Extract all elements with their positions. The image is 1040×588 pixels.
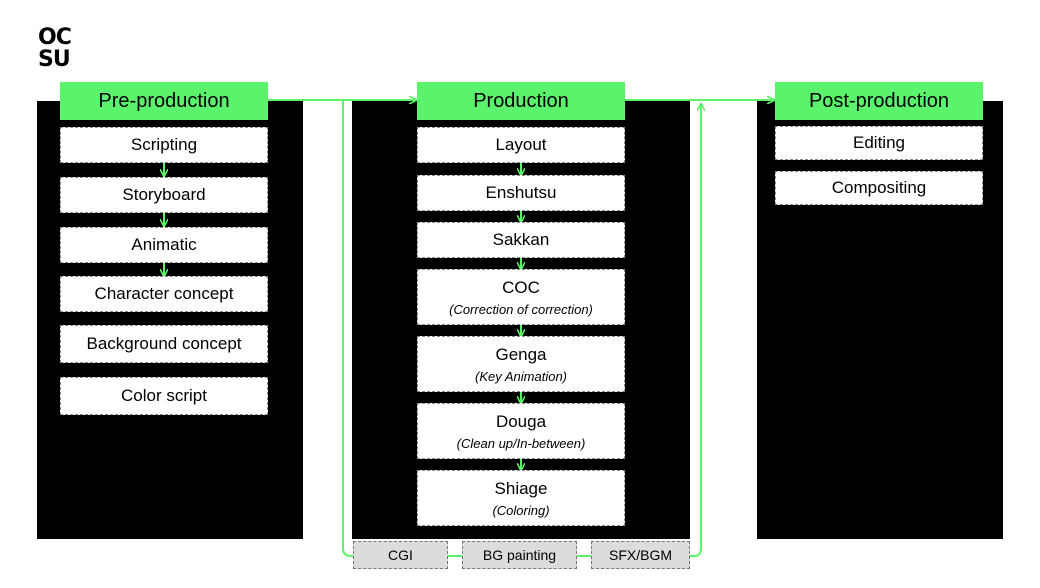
step-sublabel: (Coloring)	[492, 502, 550, 518]
logo-line-2: SU	[38, 47, 71, 72]
post-production-panel	[757, 101, 1003, 539]
prod-step-enshutsu: Enshutsu	[417, 175, 625, 211]
step-label: Enshutsu	[485, 183, 557, 202]
step-label: Shiage	[494, 478, 548, 498]
production-header: Production	[417, 82, 625, 120]
step-label: Layout	[495, 135, 547, 154]
step-label: Scripting	[130, 135, 198, 154]
pre-step-animatic: Animatic	[60, 227, 268, 263]
step-label: Background concept	[86, 334, 242, 353]
step-label: Color script	[121, 386, 207, 405]
logo-line-1: OC	[38, 25, 72, 50]
step-label: Character concept	[94, 284, 234, 303]
prod-step-shiage: Shiage (Coloring)	[417, 470, 625, 526]
step-label: Animatic	[131, 235, 197, 254]
pre-step-storyboard: Storyboard	[60, 177, 268, 213]
extra-bg-painting: BG painting	[462, 541, 577, 569]
step-sublabel: (Key Animation)	[475, 368, 567, 384]
step-label: Genga	[495, 344, 547, 364]
post-production-header: Post-production	[775, 82, 983, 120]
logo: OC SU	[38, 25, 78, 72]
prod-step-coc: COC (Correction of correction)	[417, 269, 625, 325]
pre-step-color-script: Color script	[60, 377, 268, 415]
step-label: Douga	[495, 411, 547, 431]
pre-step-scripting: Scripting	[60, 127, 268, 163]
step-sublabel: (Clean up/In-between)	[456, 435, 586, 451]
prod-step-douga: Douga (Clean up/In-between)	[417, 403, 625, 459]
extra-sfx-bgm: SFX/BGM	[591, 541, 690, 569]
step-sublabel: (Correction of correction)	[449, 301, 593, 317]
prod-step-genga: Genga (Key Animation)	[417, 336, 625, 392]
step-label: Sakkan	[492, 230, 550, 249]
step-label: Compositing	[831, 178, 927, 197]
post-step-compositing: Compositing	[775, 171, 983, 205]
step-label: Editing	[853, 133, 905, 152]
pre-step-background-concept: Background concept	[60, 325, 268, 363]
pre-production-panel	[37, 101, 303, 539]
prod-step-sakkan: Sakkan	[417, 222, 625, 258]
pre-step-character-concept: Character concept	[60, 276, 268, 312]
pre-production-header: Pre-production	[60, 82, 268, 120]
step-label: Storyboard	[122, 185, 206, 204]
prod-step-layout: Layout	[417, 127, 625, 163]
extras-right-connector	[690, 104, 701, 557]
step-label: COC	[502, 277, 540, 297]
extra-cgi: CGI	[353, 541, 448, 569]
post-step-editing: Editing	[775, 126, 983, 160]
